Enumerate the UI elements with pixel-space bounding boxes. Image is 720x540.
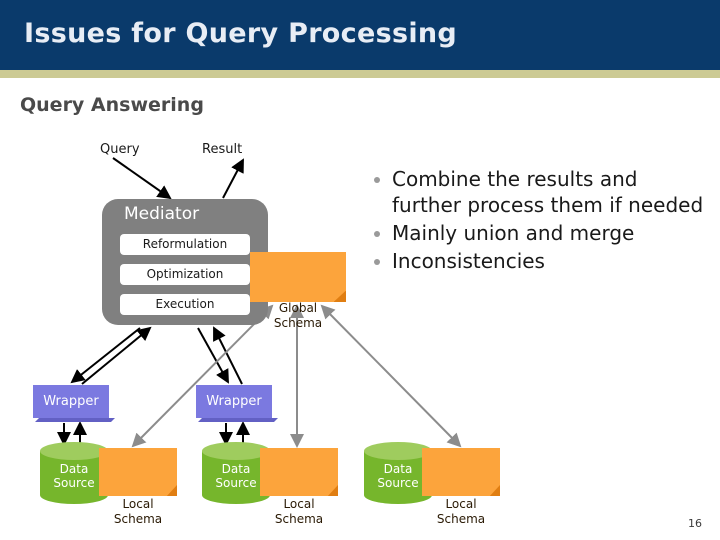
local-schema-fold-corner-0 [166,484,177,496]
bullet-text-2: Inconsistencies [392,249,545,273]
wrapper-box-1[interactable]: Wrapper [196,385,272,418]
data-source-label-1: Data Source [215,462,257,491]
global-schema-fold-corner [333,290,346,302]
data-source-label-0: Data Source [53,462,95,491]
slide-subtitle: Query Answering [20,94,204,116]
local-schema-fold-corner-1 [327,484,338,496]
page-number: 16 [688,517,702,530]
data-source-cylinder-1[interactable]: Data Source [202,442,270,504]
mediator-box[interactable]: Mediator Reformulation Optimization Exec… [102,199,268,325]
data-source-label-2: Data Source [377,462,419,491]
mediator-step-reformulation[interactable]: Reformulation [120,234,250,255]
local-schema-fold-corner-2 [489,484,500,496]
data-source-cylinder-0[interactable]: Data Source [40,442,108,504]
bullet-item-0: Combine the results and further process … [368,166,708,218]
cylinder-top-0 [40,442,108,460]
title-accent-rule [0,70,720,78]
query-input-label: Query [100,142,140,157]
slide-title-bar: Issues for Query Processing [0,0,720,70]
bullet-item-1: Mainly union and merge [368,220,708,246]
cylinder-top-1 [202,442,270,460]
local-schema-label-1: Local Schema [274,497,324,526]
result-output-label: Result [202,142,243,157]
local-schema-sheet-2 [422,448,500,496]
local-schema-node-2[interactable]: Local Schema [422,448,500,526]
bullet-dot-icon [374,259,380,265]
local-schema-label-0: Local Schema [113,497,163,526]
mediator-step-execution[interactable]: Execution [120,294,250,315]
bullet-text-0: Combine the results and further process … [392,167,704,217]
local-schema-sheet-1 [260,448,338,496]
global-schema-sheet [250,252,346,302]
data-source-cylinder-2[interactable]: Data Source [364,442,432,504]
global-schema-node[interactable]: Global Schema [250,252,346,330]
bullet-text-1: Mainly union and merge [392,221,635,245]
slide-title: Issues for Query Processing [24,18,458,49]
mediator-step-optimization[interactable]: Optimization [120,264,250,285]
local-schema-node-1[interactable]: Local Schema [260,448,338,526]
mediator-title: Mediator [124,204,200,224]
bullet-dot-icon [374,177,380,183]
local-schema-sheet-0 [99,448,177,496]
bullet-dot-icon [374,231,380,237]
bullet-list: Combine the results and further process … [368,166,708,276]
local-schema-label-2: Local Schema [436,497,486,526]
bullet-item-2: Inconsistencies [368,248,708,274]
wrapper-box-0[interactable]: Wrapper [33,385,109,418]
global-schema-label: Global Schema [273,301,323,330]
local-schema-node-0[interactable]: Local Schema [99,448,177,526]
cylinder-top-2 [364,442,432,460]
